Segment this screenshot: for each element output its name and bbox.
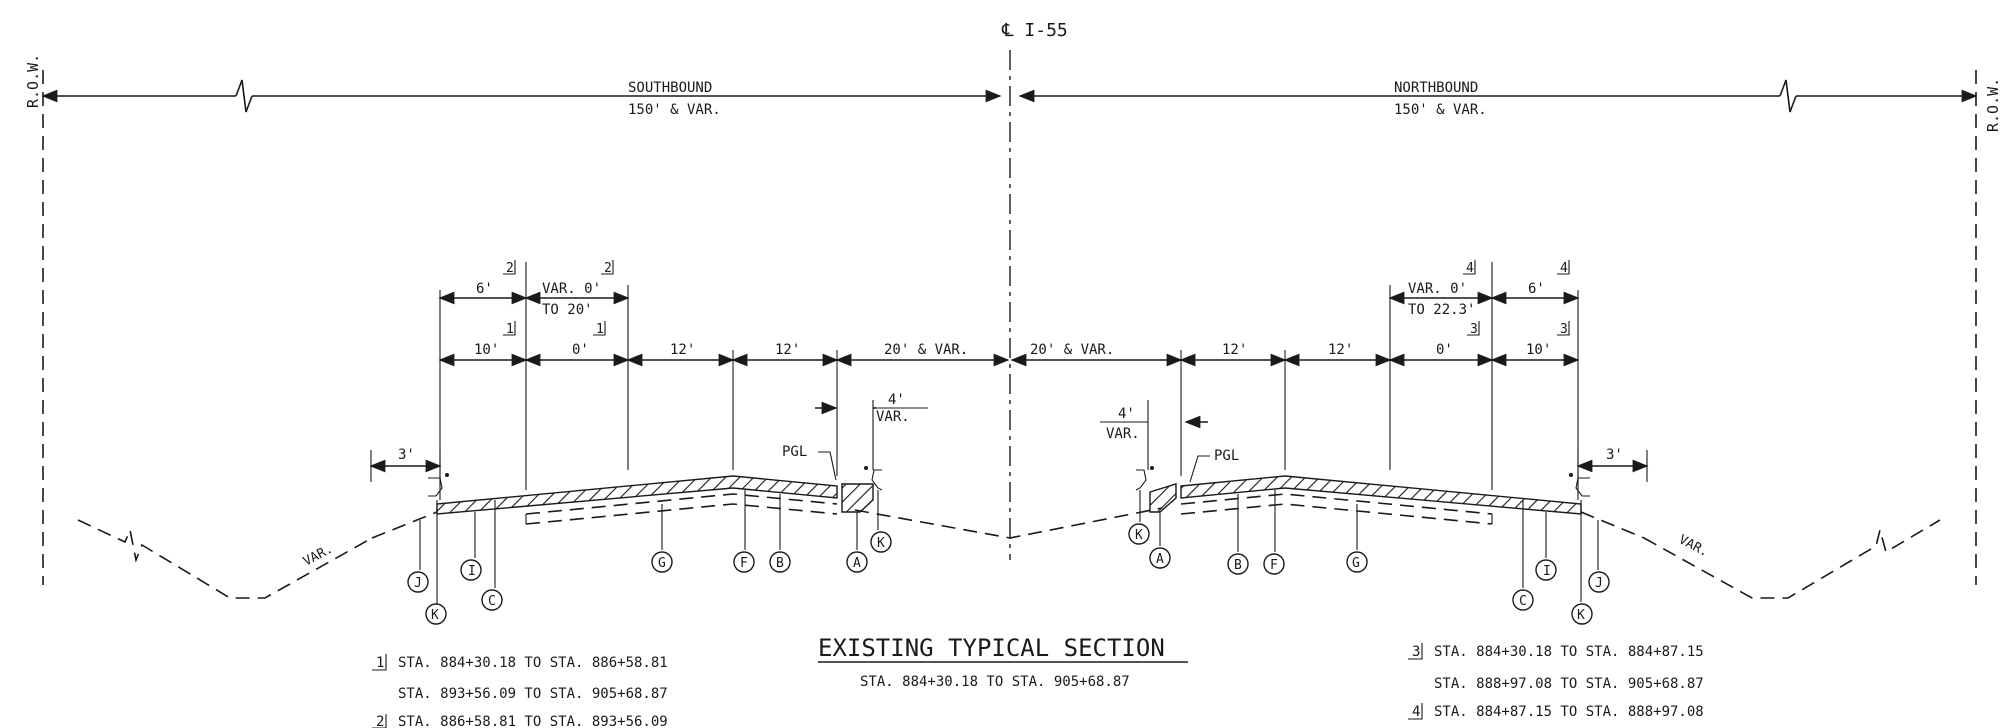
note-left-ref-2: 2 (376, 714, 384, 728)
callout-left-G: G (658, 556, 666, 571)
dim-right-10: 10' (1526, 342, 1551, 358)
dim-left-10: 10' (474, 342, 499, 358)
note-left-ref-1: 1 (376, 655, 384, 671)
callout-left-C: C (488, 594, 496, 609)
dim-left-20var: 20' & VAR. (884, 342, 968, 358)
dim-right-0: 0' (1436, 342, 1453, 358)
note-left-3: STA. 886+58.81 TO STA. 893+56.09 (398, 714, 668, 728)
callout-left-K: K (431, 608, 439, 623)
note-left-1: STA. 884+30.18 TO STA. 886+58.81 (398, 655, 668, 671)
northbound-title: NORTHBOUND (1394, 80, 1478, 96)
callout-left-B: B (776, 556, 784, 571)
centerline: ℄ I-55 (1001, 20, 1068, 560)
roadway-left: PGL (371, 444, 883, 539)
section-title-block: EXISTING TYPICAL SECTION STA. 884+30.18 … (818, 634, 1188, 690)
dim-left-var0: VAR. 0' (542, 281, 601, 297)
section-title: EXISTING TYPICAL SECTION (818, 634, 1165, 662)
callout-right-B: B (1234, 558, 1242, 573)
callout-left-A: A (853, 556, 861, 571)
pgl-right: PGL (1214, 448, 1239, 464)
callout-right-G: G (1352, 556, 1360, 571)
pgl-left: PGL (782, 444, 807, 460)
callout-right-I: I (1543, 564, 1551, 579)
note-right-1: STA. 884+30.18 TO STA. 884+87.15 (1434, 644, 1704, 660)
note-right-ref-3: 3 (1412, 644, 1420, 660)
dim-left-var: VAR. (876, 409, 910, 425)
callout-left-I: I (468, 564, 476, 579)
row-label-left: R.O.W. (24, 54, 42, 108)
ref-right-4a: 4 (1466, 261, 1474, 276)
var-slope-left: VAR. (301, 542, 336, 570)
note-right-2: STA. 888+97.08 TO STA. 905+68.87 (1434, 676, 1704, 692)
callout-right-J: J (1595, 576, 1603, 591)
callout-left-F: F (740, 556, 748, 571)
dim-right-to22: TO 22.3' (1408, 302, 1475, 318)
callout-left-K2: K (877, 536, 885, 551)
northbound-width: 150' & VAR. (1394, 102, 1487, 118)
row-dimension: SOUTHBOUND 150' & VAR. NORTHBOUND 150' &… (41, 79, 1978, 118)
ref-right-3b: 3 (1560, 322, 1568, 337)
dim-left-0: 0' (572, 342, 589, 358)
row-lines: R.O.W. R.O.W. (24, 54, 2002, 585)
notes-left: 1 STA. 884+30.18 TO STA. 886+58.81 STA. … (372, 654, 668, 728)
dim-right-4: 4' (1118, 406, 1135, 422)
dim-right-3: 3' (1606, 447, 1623, 463)
section-subtitle: STA. 884+30.18 TO STA. 905+68.87 (860, 674, 1130, 690)
ref-left-1a: 1 (506, 322, 514, 337)
centerline-label: ℄ I-55 (1001, 20, 1068, 41)
ground-profile: VAR. VAR. (77, 507, 1941, 599)
callout-right-K: K (1135, 528, 1143, 543)
note-right-ref-4: 4 (1412, 704, 1420, 720)
callouts-right: K A B F G C I J K (1128, 490, 1610, 625)
southbound-title: SOUTHBOUND (628, 80, 712, 96)
dim-left-12a: 12' (670, 342, 695, 358)
callout-right-C: C (1519, 594, 1527, 609)
callout-right-F: F (1270, 558, 1278, 573)
dim-left-3: 3' (398, 447, 415, 463)
dim-left-6: 6' (476, 281, 493, 297)
callouts-left: K J I C G F B A K (407, 490, 892, 625)
dim-right-12a: 12' (1222, 342, 1247, 358)
left-dimensions: 6' VAR. 0' TO 20' 2 2 1 1 10' 0' 12' 12'… (369, 260, 1010, 500)
note-right-3: STA. 884+87.15 TO STA. 888+97.08 (1434, 704, 1704, 720)
dim-left-4: 4' (888, 392, 905, 408)
dim-right-var: VAR. (1106, 426, 1140, 442)
var-slope-right: VAR. (1676, 532, 1711, 560)
dim-left-12b: 12' (775, 342, 800, 358)
ref-left-2a: 2 (506, 261, 514, 276)
dim-right-20var: 20' & VAR. (1030, 342, 1114, 358)
dim-right-6: 6' (1528, 281, 1545, 297)
ref-right-3a: 3 (1470, 322, 1478, 337)
callout-right-K2: K (1577, 608, 1585, 623)
right-dimensions: VAR. 0' TO 22.3' 6' 4 4 3 3 20' & VAR. 1… (1010, 260, 1649, 500)
southbound-width: 150' & VAR. (628, 102, 721, 118)
ref-left-1b: 1 (596, 322, 604, 337)
notes-right: 3 STA. 884+30.18 TO STA. 884+87.15 STA. … (1408, 643, 1704, 720)
callout-right-A: A (1156, 552, 1164, 567)
ref-right-4b: 4 (1560, 261, 1568, 276)
callout-left-J: J (414, 576, 422, 591)
row-label-right: R.O.W. (1984, 78, 2002, 132)
ref-left-2b: 2 (604, 261, 612, 276)
dim-left-to20: TO 20' (542, 302, 593, 318)
note-left-2: STA. 893+56.09 TO STA. 905+68.87 (398, 686, 668, 702)
dim-right-12b: 12' (1328, 342, 1353, 358)
dim-right-var0: VAR. 0' (1408, 281, 1467, 297)
roadway-right: PGL (1135, 448, 1645, 539)
